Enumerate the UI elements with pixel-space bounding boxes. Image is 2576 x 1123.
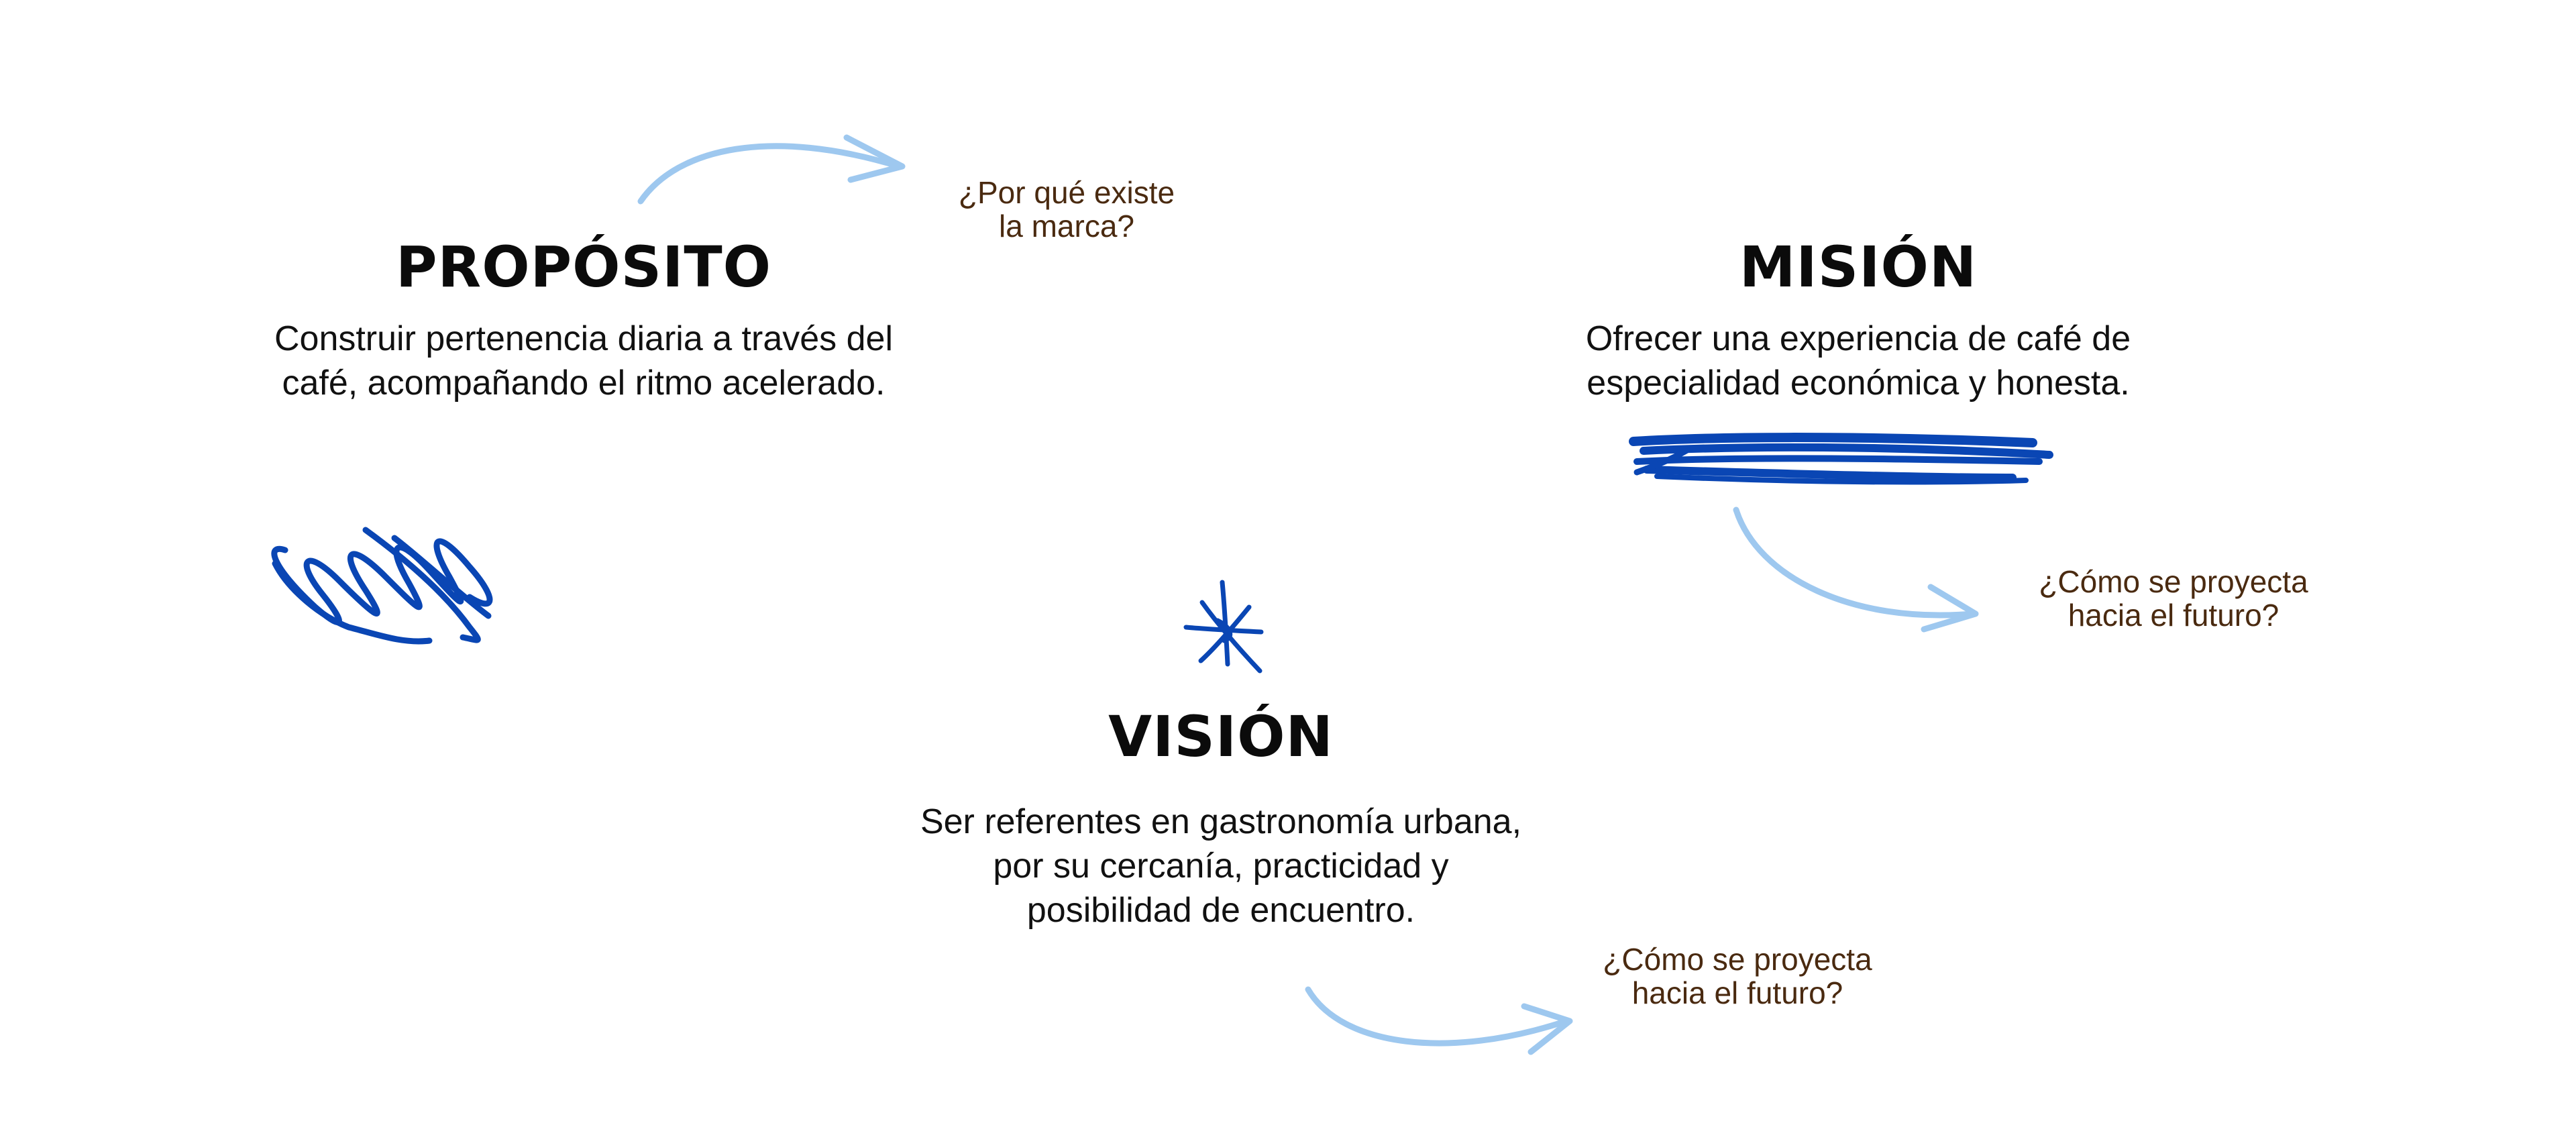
mision-block: MISIÓN Ofrecer una experiencia de café d… [1536,236,2180,405]
mision-description-line-2: especialidad económica y honesta. [1587,364,2130,403]
vision-question: ¿Cómo se proyecta hacia el futuro? [1563,943,1912,1010]
scribble-underline-icon [1629,433,2053,485]
mision-title: MISIÓN [1739,234,1978,300]
proposito-question: ¿Por qué existe la marca? [926,176,1208,243]
proposito-description-line-2: café, acompañando el ritmo acelerado. [282,364,885,403]
proposito-block: PROPÓSITO Construir pertenencia diaria a… [255,236,912,405]
mision-question: ¿Cómo se proyecta hacia el futuro? [1999,565,2348,632]
proposito-question-line-1: ¿Por qué existe [958,175,1175,210]
mision-description-line-1: Ofrecer una experiencia de café de [1585,319,2131,359]
vision-description-line-1: Ser referentes en gastronomía urbana, [920,802,1522,842]
curved-arrow-icon [637,134,906,205]
proposito-question-line-2: la marca? [999,209,1134,244]
vision-description-line-3: posibilidad de encuentro. [1026,891,1415,930]
proposito-title: PROPÓSITO [395,234,772,300]
mision-question-line-2: hacia el futuro? [2068,598,2279,633]
vision-description-line-2: por su cercanía, practicidad y [993,847,1449,886]
vision-question-line-2: hacia el futuro? [1631,975,1843,1010]
asterisk-icon [1183,580,1264,674]
curved-arrow-icon [1733,506,1979,633]
proposito-description-line-1: Construir pertenencia diaria a través de… [274,319,894,359]
scribble-hatch-icon [271,527,493,645]
vision-question-line-1: ¿Cómo se proyecta [1603,942,1872,977]
mision-question-line-1: ¿Cómo se proyecta [2039,564,2308,599]
vision-title: VISIÓN [1108,704,1334,769]
vision-block: VISIÓN Ser referentes en gastronomía urb… [892,706,1550,932]
curved-arrow-icon [1305,986,1573,1055]
